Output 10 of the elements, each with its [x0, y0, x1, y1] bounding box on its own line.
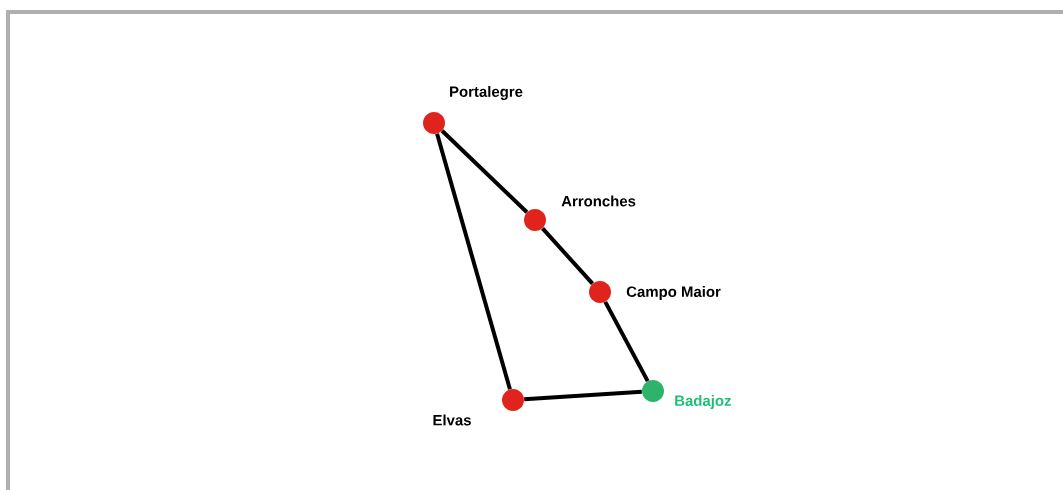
place-label: Elvas [433, 414, 471, 426]
road-line [524, 389, 642, 402]
road-line [541, 226, 594, 285]
place-label: Arronches [561, 195, 636, 207]
place-label: Badajoz [675, 395, 731, 409]
place-label: Campo Maior [626, 286, 721, 300]
road-line [603, 300, 650, 383]
road-line [435, 133, 512, 390]
place-label: Portalegre [450, 86, 523, 100]
road-line [440, 129, 529, 214]
